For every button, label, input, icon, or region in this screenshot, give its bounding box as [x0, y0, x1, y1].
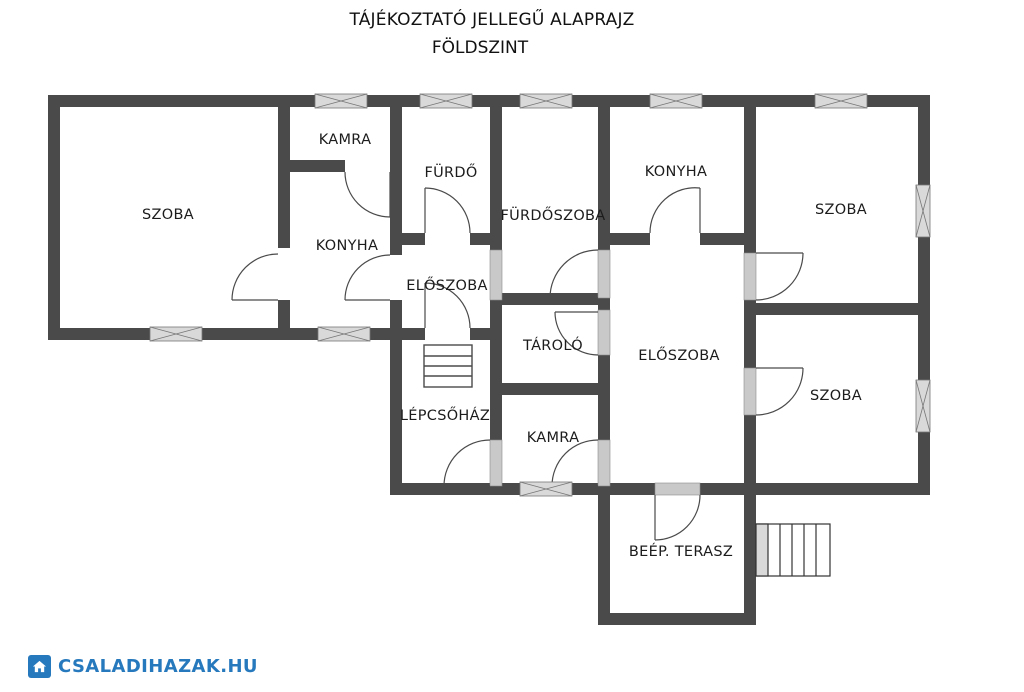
- room-label-tarolo: TÁROLÓ: [523, 338, 583, 354]
- room-label-szoba-top-right: SZOBA: [815, 202, 867, 218]
- door-swing-icon: [549, 249, 599, 299]
- room-label-kamra-left: KAMRA: [318, 132, 372, 148]
- window-icon: [519, 481, 573, 497]
- door-swing-icon: [443, 439, 491, 487]
- room-label-szoba-top-left: SZOBA: [142, 207, 194, 223]
- plan-subtitle: FÖLDSZINT: [431, 38, 529, 58]
- door-swing-icon: [424, 187, 471, 234]
- window-icon: [915, 184, 931, 238]
- door-swing-icon: [755, 367, 804, 416]
- door-swing-icon: [551, 439, 599, 487]
- house-icon: [28, 655, 51, 678]
- room-label-szoba-bottom-right: SZOBA: [810, 388, 862, 404]
- room-label-eloszoba-right: ELŐSZOBA: [638, 348, 720, 364]
- house-icon-glyph: [32, 660, 47, 673]
- room-label-lepcsohaz: LÉPCSŐHÁZ: [399, 408, 491, 424]
- room-label-kamra-bottom: KAMRA: [526, 430, 580, 446]
- door-swing-icon: [231, 253, 279, 301]
- door-swing-icon: [654, 494, 701, 541]
- door-swing-icon: [424, 282, 471, 329]
- window-icon: [314, 93, 368, 109]
- window-icon: [317, 326, 371, 342]
- door-swing-icon: [344, 254, 391, 301]
- room-label-konyha-left: KONYHA: [315, 238, 379, 254]
- window-icon: [814, 93, 868, 109]
- door-swing-icon: [344, 171, 391, 218]
- window-icon: [149, 326, 203, 342]
- door-swing-icon: [649, 187, 701, 234]
- room-label-eloszoba-left: ELŐSZOBA: [406, 278, 488, 294]
- site-watermark: CSALADIHAZAK.HU: [28, 655, 258, 678]
- window-icon: [649, 93, 703, 109]
- window-icon: [519, 93, 573, 109]
- door-swing-icon: [554, 311, 599, 356]
- exterior-stairs-icon: [755, 523, 831, 577]
- window-icon: [915, 379, 931, 433]
- windows: [149, 93, 931, 497]
- window-icon: [419, 93, 473, 109]
- room-label-furdo: FÜRDŐ: [424, 165, 478, 181]
- doorway-thresholds: [489, 249, 757, 496]
- door-swings: [231, 171, 804, 541]
- room-label-furdoszoba: FÜRDŐSZOBA: [500, 208, 606, 224]
- room-label-terasz: BEÉP. TERASZ: [628, 544, 734, 560]
- plan-title: TÁJÉKOZTATÓ JELLEGŰ ALAPRAJZ: [349, 10, 635, 30]
- door-swing-icon: [755, 252, 804, 301]
- staircase-icon: [423, 344, 473, 388]
- watermark-text: CSALADIHAZAK.HU: [58, 656, 258, 677]
- room-label-konyha-right: KONYHA: [644, 164, 708, 180]
